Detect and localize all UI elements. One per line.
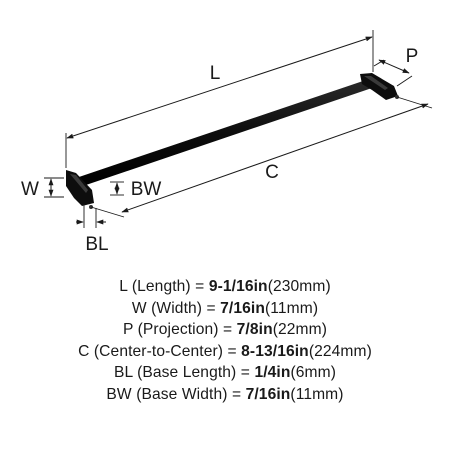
- spec-base-length: BL (Base Length) = 1/4in(6mm): [0, 362, 450, 384]
- towel-bar-product: [66, 73, 399, 209]
- spec-width: W (Width) = 7/16in(11mm): [0, 298, 450, 320]
- projection-label: P: [406, 46, 419, 67]
- spec-abbr: W: [131, 299, 147, 317]
- projection-dimension: P: [373, 46, 419, 87]
- spec-metric: (11mm): [264, 299, 319, 317]
- spec-name: (Center-to-Center) =: [93, 342, 237, 360]
- spec-projection: P (Projection) = 7/8in(22mm): [0, 319, 450, 341]
- spec-name: (Base Width) =: [136, 385, 242, 403]
- spec-base-width: BW (Base Width) = 7/16in(11mm): [0, 384, 450, 406]
- spec-abbr: P: [122, 321, 134, 338]
- base-length-dimension: BL: [76, 204, 109, 250]
- spec-value: 7/16in: [220, 299, 265, 317]
- base-length-label: BL: [85, 234, 108, 250]
- spec-length: L (Length) = 9-1/16in(230mm): [0, 276, 450, 298]
- spec-center-to-center: C (Center-to-Center) = 8-13/16in(224mm): [0, 341, 450, 363]
- base-width-dimension: BW: [110, 179, 161, 200]
- spec-metric: (22mm): [272, 321, 328, 338]
- spec-value: 8-13/16in: [241, 342, 309, 360]
- center-to-center-label: C: [265, 162, 279, 183]
- spec-name: (Width) =: [151, 299, 216, 317]
- spec-name: (Projection) =: [137, 321, 233, 338]
- length-dimension: L: [65, 30, 374, 168]
- specifications-list: L (Length) = 9-1/16in(230mm) W (Width) =…: [0, 276, 450, 405]
- dimension-diagram: L P C W BW BL: [21, 30, 433, 250]
- spec-metric: (6mm): [290, 364, 337, 381]
- spec-metric: (224mm): [308, 342, 372, 360]
- spec-abbr: L: [119, 278, 128, 295]
- spec-abbr: BW: [106, 385, 132, 403]
- left-post: [66, 170, 94, 206]
- spec-abbr: C: [78, 342, 90, 360]
- base-width-label: BW: [131, 179, 162, 200]
- spec-name: (Length) =: [131, 278, 205, 295]
- spec-name: (Base Length) =: [137, 364, 250, 381]
- spec-abbr: BL: [113, 364, 133, 381]
- width-label: W: [21, 179, 39, 200]
- spec-metric: (11mm): [290, 385, 344, 403]
- bar-rail: [76, 80, 372, 186]
- center-to-center-dimension: C: [90, 96, 433, 218]
- spec-value: 9-1/16in: [208, 278, 268, 295]
- spec-value: 7/8in: [236, 321, 273, 338]
- length-label: L: [210, 63, 221, 84]
- width-dimension: W: [21, 177, 64, 200]
- spec-value: 1/4in: [254, 364, 291, 381]
- left-post-highlight: [70, 174, 88, 193]
- spec-metric: (230mm): [267, 278, 331, 295]
- spec-value: 7/16in: [245, 385, 291, 403]
